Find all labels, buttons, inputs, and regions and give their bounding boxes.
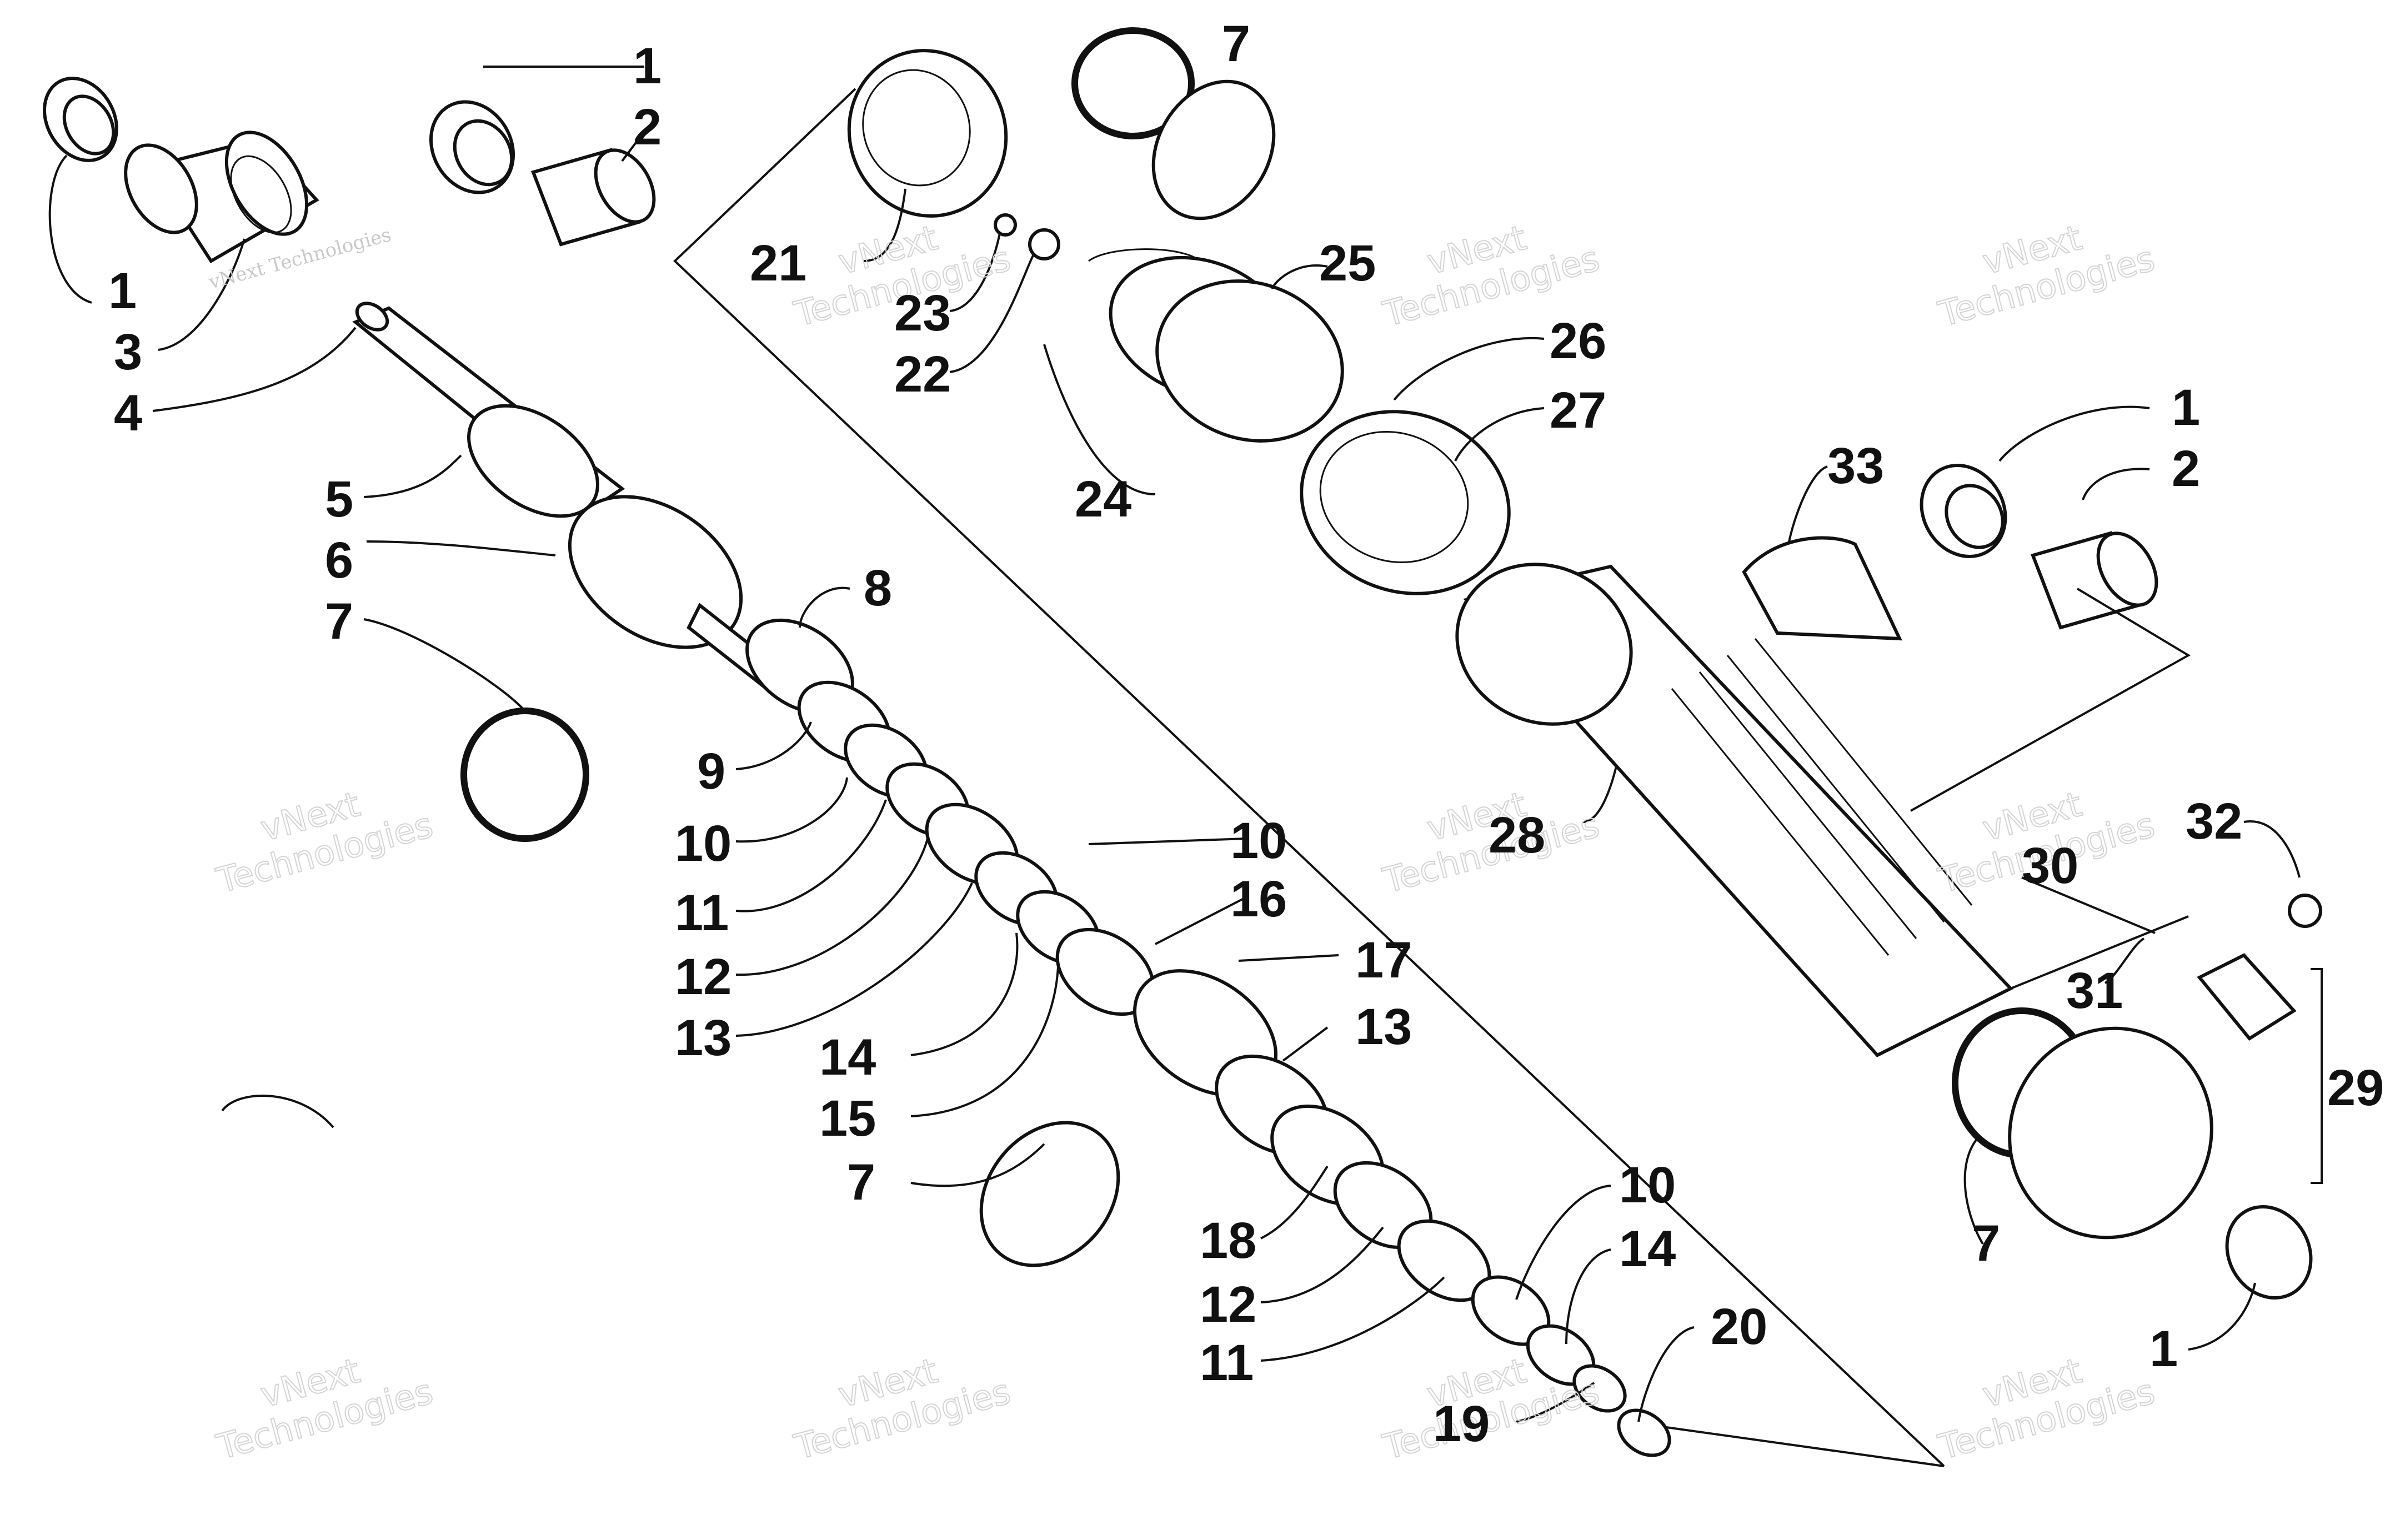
watermark: vNext Technologies xyxy=(212,1350,438,1468)
callout-30: 30 xyxy=(2022,837,2078,894)
callout-11: 11 xyxy=(1200,1335,1254,1391)
top-left-eye-assembly xyxy=(43,77,656,264)
callout-1: 1 xyxy=(2150,1321,2178,1377)
callout-31: 31 xyxy=(2066,962,2123,1019)
callout-21: 21 xyxy=(750,235,806,292)
callout-23: 23 xyxy=(894,285,951,342)
callout-1: 1 xyxy=(108,263,137,319)
callout-10: 10 xyxy=(1230,812,1287,869)
callout-7: 7 xyxy=(1222,16,1250,72)
callout-1: 1 xyxy=(2172,379,2200,436)
parts-artwork xyxy=(43,27,2323,1467)
callout-24: 24 xyxy=(1075,471,1131,528)
callout-32: 32 xyxy=(2186,793,2242,850)
callout-labels: 1 2 1 3 4 5 6 7 8 9 10 11 12 13 10 16 17… xyxy=(108,16,2384,1452)
callout-10: 10 xyxy=(1619,1157,1676,1213)
callout-14: 14 xyxy=(1619,1221,1676,1277)
callout-19: 19 xyxy=(1433,1396,1490,1452)
shaft-and-piston-stack xyxy=(352,302,1671,1457)
callout-28: 28 xyxy=(1489,807,1545,864)
callout-29: 29 xyxy=(2327,1060,2384,1116)
watermark: vNext Technologies xyxy=(789,1350,1015,1468)
shock-body xyxy=(1455,563,2322,1240)
callout-18: 18 xyxy=(1200,1212,1256,1269)
callout-7: 7 xyxy=(847,1154,875,1211)
callout-4: 4 xyxy=(114,385,142,442)
callout-2: 2 xyxy=(633,99,662,155)
callout-12: 12 xyxy=(1200,1276,1256,1333)
callout-14: 14 xyxy=(819,1029,876,1086)
callout-11: 11 xyxy=(675,885,729,941)
callout-17: 17 xyxy=(1355,932,1412,989)
watermark: vNext Technologies xyxy=(1933,217,2160,335)
callout-7: 7 xyxy=(325,593,353,650)
seals xyxy=(460,27,2092,1267)
callout-25: 25 xyxy=(1319,235,1376,292)
callout-12: 12 xyxy=(675,949,731,1005)
callout-5: 5 xyxy=(325,471,353,528)
callout-26: 26 xyxy=(1550,313,1606,369)
callout-7: 7 xyxy=(1972,1215,2000,1272)
callout-15: 15 xyxy=(819,1090,876,1147)
callout-13: 13 xyxy=(675,1010,731,1066)
frame-lines xyxy=(673,88,2323,1467)
callout-8: 8 xyxy=(864,560,892,616)
callout-20: 20 xyxy=(1711,1298,1767,1355)
callout-10: 10 xyxy=(675,815,731,872)
callout-22: 22 xyxy=(894,346,951,403)
callout-3: 3 xyxy=(114,324,142,380)
callout-16: 16 xyxy=(1230,871,1287,927)
callout-2: 2 xyxy=(2172,440,2200,497)
watermark: vNext Technologies xyxy=(1933,1350,2160,1468)
leader-lines xyxy=(48,66,2301,1423)
callout-27: 27 xyxy=(1550,382,1606,439)
callout-6: 6 xyxy=(325,532,353,589)
callout-33: 33 xyxy=(1827,438,1884,494)
callout-1: 1 xyxy=(633,38,662,94)
watermark: vNext Technologies xyxy=(1378,783,1604,901)
callout-13: 13 xyxy=(1355,999,1412,1055)
callout-9: 9 xyxy=(697,743,725,800)
watermark: vNext Technologies xyxy=(212,783,438,901)
right-eye-bushing xyxy=(1742,464,2313,1300)
